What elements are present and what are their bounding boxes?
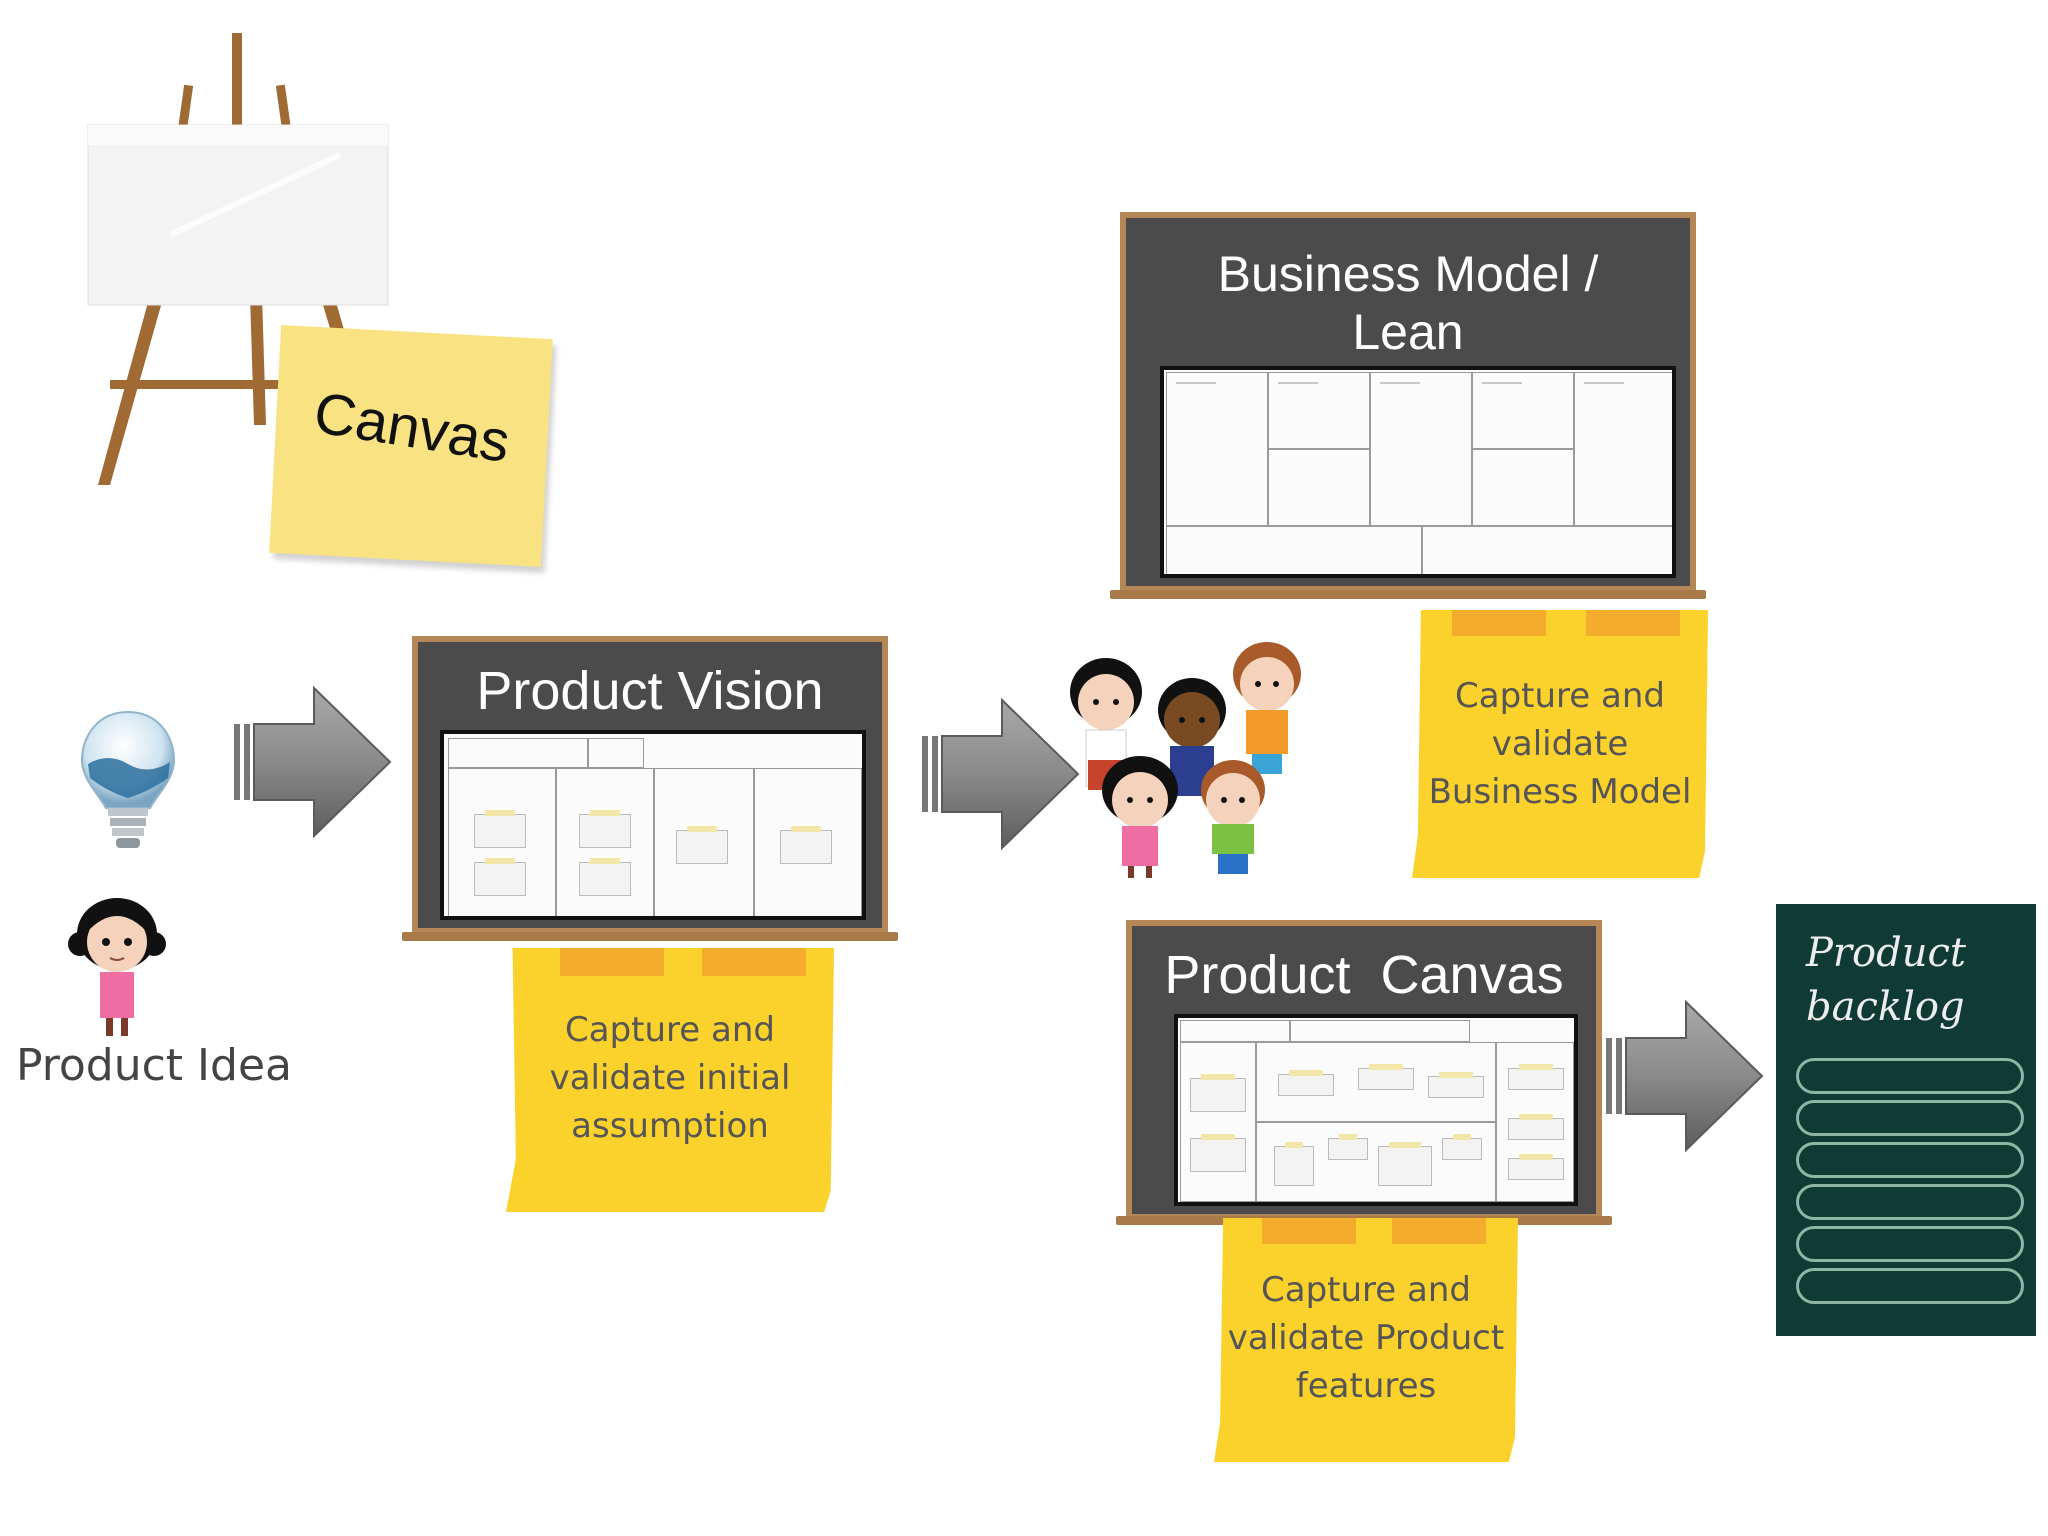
tape — [1392, 1218, 1486, 1244]
product-vision-note-line-2: validate initial — [549, 1058, 791, 1098]
tape — [560, 948, 664, 976]
canvas-sticky-note: Canvas — [269, 325, 553, 567]
arrow-right-icon — [920, 696, 1080, 852]
tape — [1262, 1218, 1356, 1244]
product-vision-ledge — [402, 932, 898, 941]
backlog-item-slot — [1796, 1184, 2024, 1220]
business-model-ledge — [1110, 590, 1706, 599]
product-canvas-sheet — [1174, 1014, 1578, 1206]
product-idea-label: Product Idea — [16, 1040, 292, 1091]
business-model-note-line-1: Capture and — [1455, 676, 1665, 716]
product-canvas-note-line-1: Capture and — [1261, 1270, 1471, 1310]
product-canvas-note-line-3: features — [1295, 1366, 1437, 1406]
light-bulb-icon — [78, 708, 178, 868]
tape — [1452, 610, 1546, 636]
product-canvas-note-line-2: validate Product — [1227, 1318, 1505, 1358]
backlog-item-slot — [1796, 1226, 2024, 1262]
product-canvas-sticky-note: Capture and validate Product features — [1214, 1218, 1518, 1462]
arrow-right-icon — [1604, 998, 1764, 1154]
canvas-note-label: Canvas — [309, 380, 515, 476]
product-vision-board: Product Vision — [412, 636, 888, 934]
business-model-sheet — [1160, 366, 1676, 578]
business-model-note-line-2: validate — [1491, 724, 1629, 764]
backlog-item-slot — [1796, 1268, 2024, 1304]
tape — [702, 948, 806, 976]
backlog-item-slot — [1796, 1100, 2024, 1136]
product-backlog-title: Product backlog — [1806, 926, 2026, 1034]
business-model-sticky-note: Capture and validate Business Model — [1412, 610, 1708, 878]
girl-avatar — [62, 892, 172, 1042]
stakeholders-group-illustration — [1060, 640, 1310, 880]
product-vision-title: Product Vision — [476, 661, 824, 721]
business-model-title: Business Model / Lean — [1126, 246, 1690, 361]
business-model-title-line-2: Lean — [1352, 303, 1464, 360]
product-backlog-board: Product backlog — [1776, 904, 2036, 1336]
backlog-item-slot — [1796, 1058, 2024, 1094]
product-canvas-title: Product Canvas — [1164, 945, 1564, 1005]
business-model-note-line-3: Business Model — [1428, 772, 1692, 812]
product-vision-note-line-1: Capture and — [565, 1010, 775, 1050]
business-model-title-line-1: Business Model / — [1217, 246, 1599, 302]
product-backlog-title-line-2: backlog — [1806, 984, 1965, 1030]
arrow-right-icon — [232, 684, 392, 840]
business-model-board: Business Model / Lean — [1120, 212, 1696, 592]
product-vision-sticky-note: Capture and validate initial assumption — [506, 948, 834, 1212]
product-canvas-board: Product Canvas — [1126, 920, 1602, 1220]
tape — [1586, 610, 1680, 636]
product-vision-sheet — [440, 730, 866, 920]
product-vision-note-line-3: assumption — [571, 1106, 769, 1146]
backlog-item-slot — [1796, 1142, 2024, 1178]
product-backlog-title-line-1: Product — [1806, 930, 1966, 976]
